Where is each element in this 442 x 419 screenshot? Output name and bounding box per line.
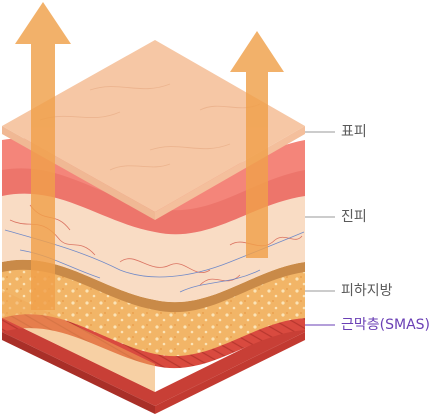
label-dermis: 진피 <box>341 209 367 225</box>
label-smas: 근막층(SMAS) <box>341 317 430 333</box>
label-epidermis: 표피 <box>341 124 367 140</box>
upward-arrow-left-icon <box>15 2 71 310</box>
upward-arrow-right-icon <box>230 31 284 258</box>
subcutaneous-fat-layer <box>2 259 305 392</box>
leader-lines <box>305 131 335 326</box>
label-subcutaneous-fat: 피하지방 <box>341 283 393 299</box>
